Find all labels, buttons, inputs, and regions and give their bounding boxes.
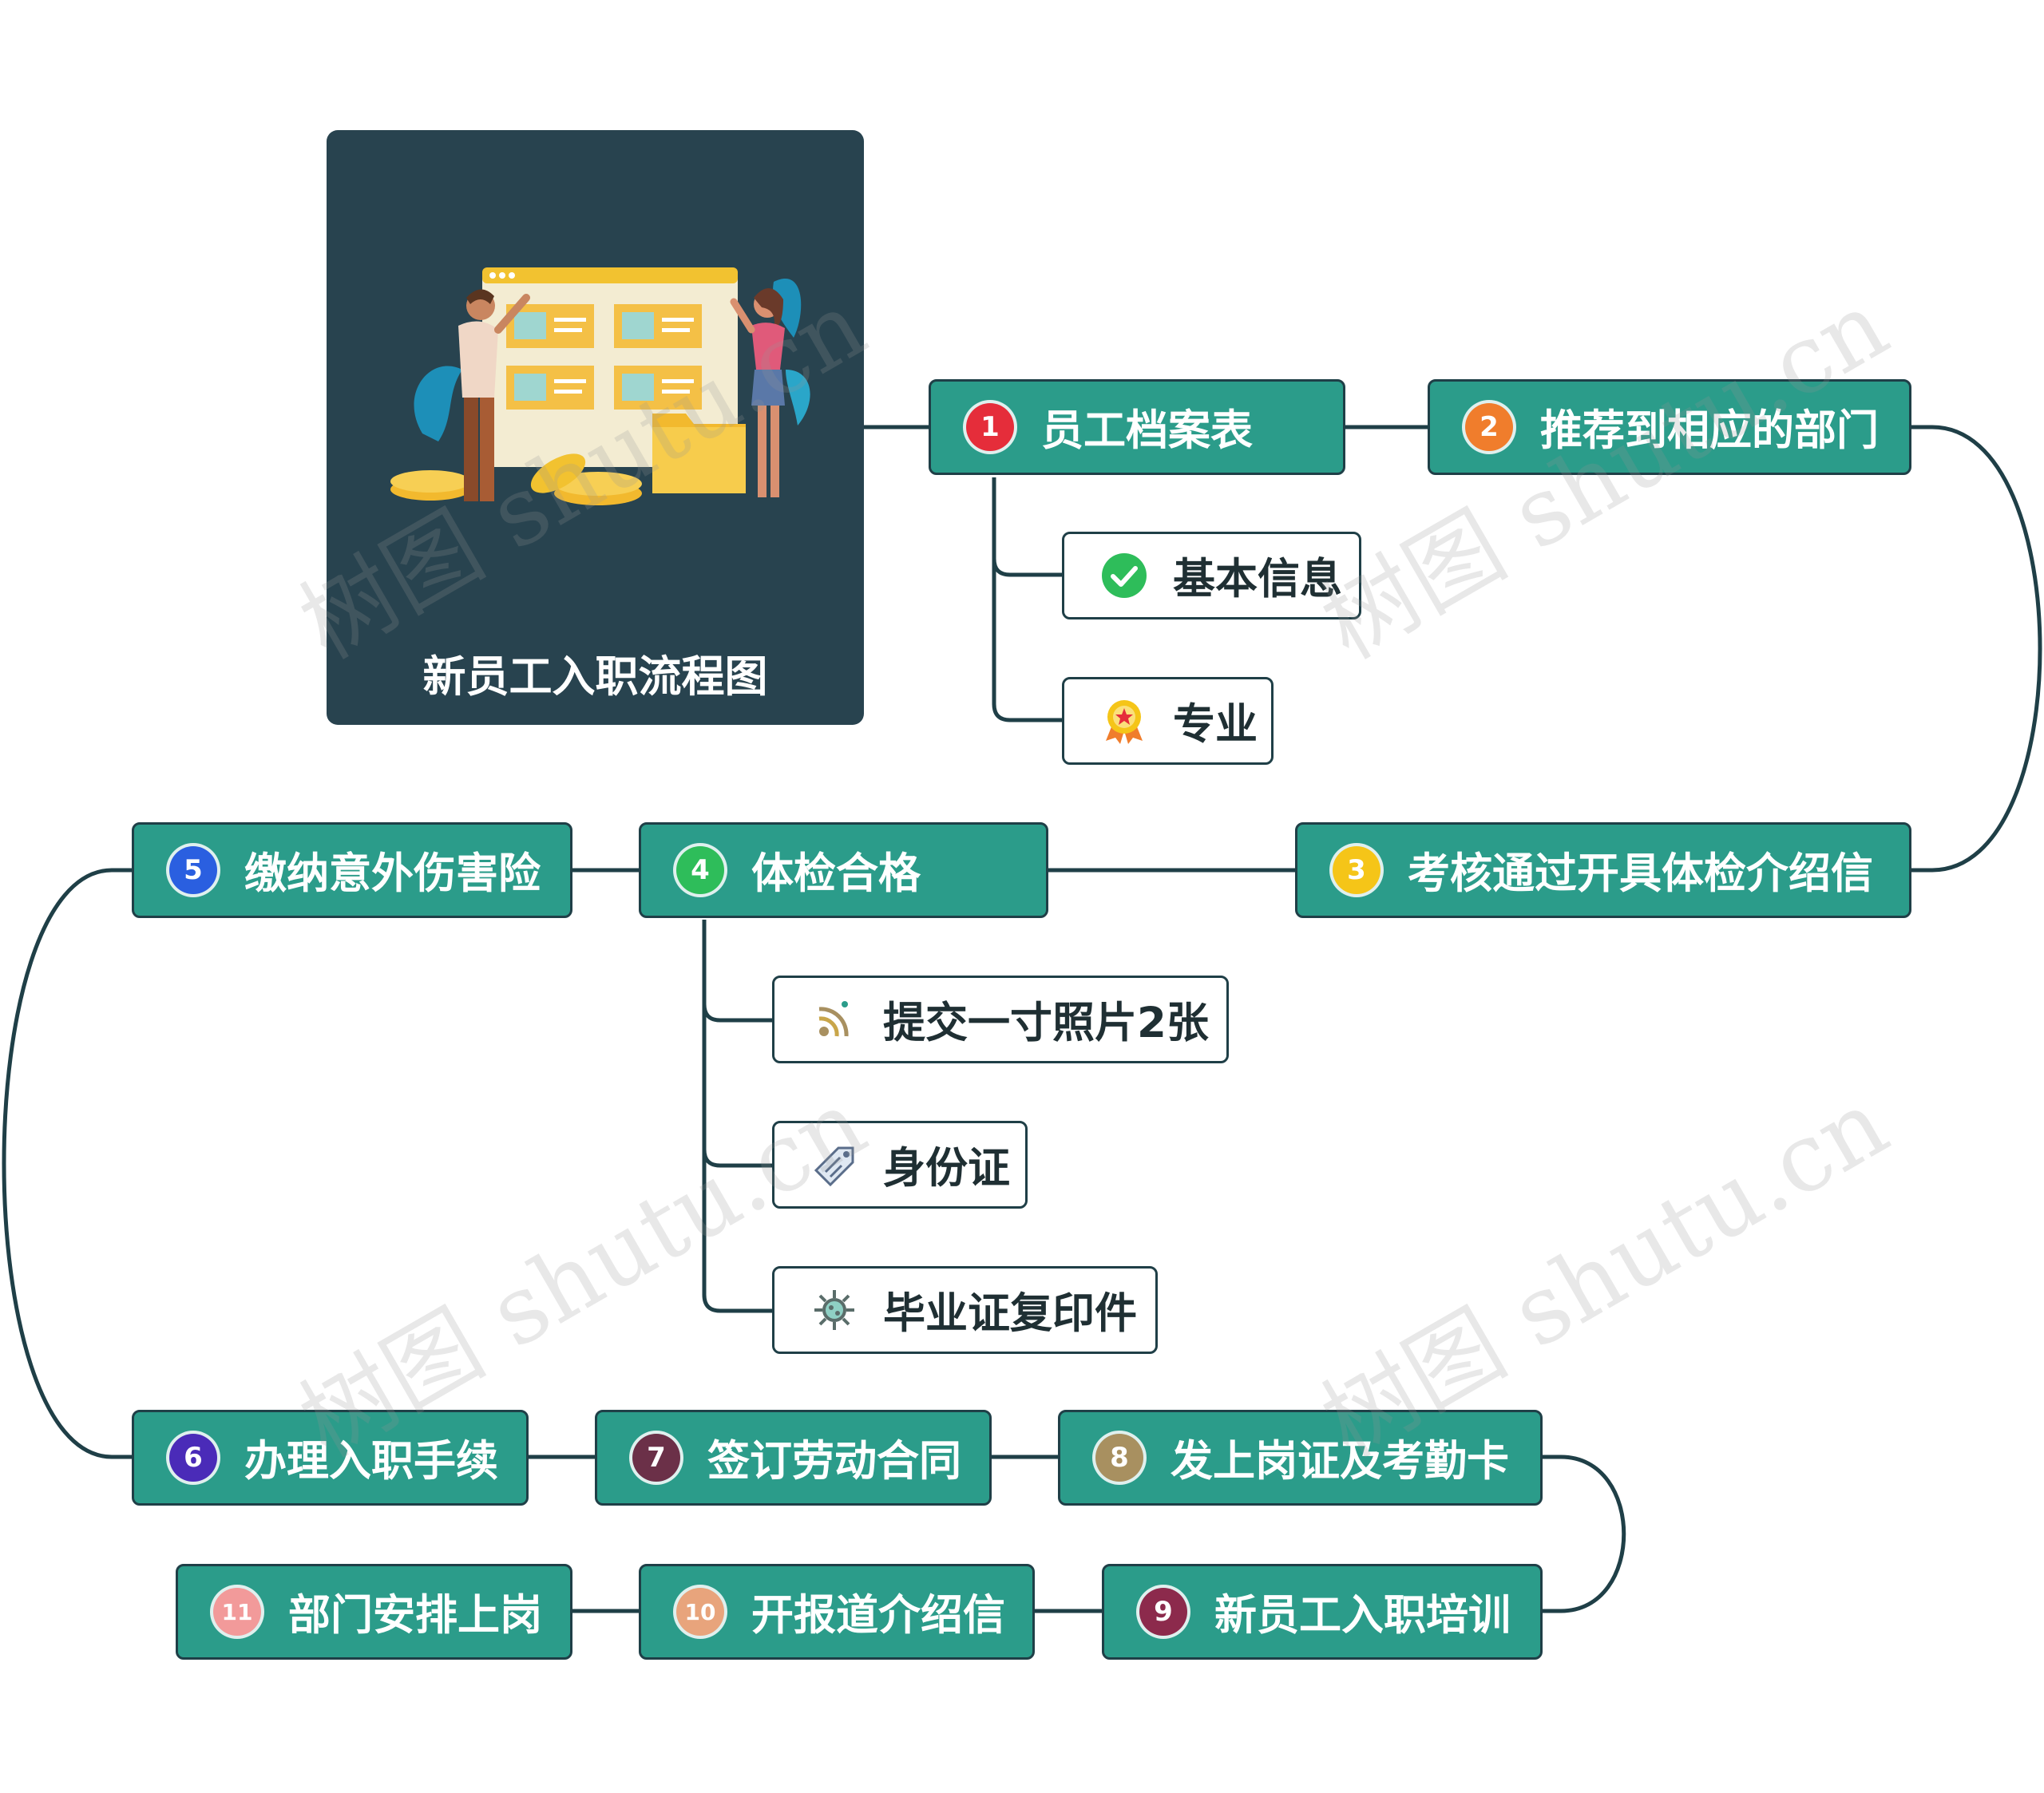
subtopic-label: 基本信息 bbox=[1173, 555, 1342, 604]
subtopic-diploma-copy[interactable]: 毕业证复印件 bbox=[772, 1266, 1158, 1354]
step-label: 部门安排上岗 bbox=[288, 1591, 542, 1640]
root-title: 新员工入职流程图 bbox=[422, 651, 768, 702]
subtopic-label: 毕业证复印件 bbox=[883, 1289, 1137, 1338]
step-node-1[interactable]: 1 员工档案表 bbox=[929, 379, 1345, 475]
step-node-10[interactable]: 10 开报道介绍信 bbox=[639, 1564, 1035, 1660]
number-badge-icon: 4 bbox=[676, 846, 724, 894]
number-badge-icon: 9 bbox=[1139, 1588, 1187, 1636]
step-label: 员工档案表 bbox=[1041, 406, 1253, 455]
number-badge-icon: 10 bbox=[676, 1588, 724, 1636]
subtopic-label: 专业 bbox=[1173, 700, 1258, 749]
step-node-9[interactable]: 9 新员工入职培训 bbox=[1102, 1564, 1543, 1660]
step-node-4[interactable]: 4 体检合格 bbox=[639, 822, 1048, 918]
link-step4-children bbox=[702, 920, 772, 1313]
link-step5-step6 bbox=[2, 868, 132, 1459]
number-badge-icon: 6 bbox=[169, 1434, 217, 1482]
step-node-8[interactable]: 8 发上岗证及考勤卡 bbox=[1058, 1410, 1543, 1506]
step-node-11[interactable]: 11 部门安排上岗 bbox=[176, 1564, 572, 1660]
step-node-6[interactable]: 6 办理入职手续 bbox=[132, 1410, 529, 1506]
link-step2-step3 bbox=[1911, 425, 2042, 873]
number-badge-icon: 3 bbox=[1333, 846, 1380, 894]
signal-icon bbox=[818, 1001, 849, 1037]
step-node-5[interactable]: 5 缴纳意外伤害险 bbox=[132, 822, 572, 918]
number-badge-icon: 5 bbox=[169, 846, 217, 894]
root-node[interactable]: 新员工入职流程图 bbox=[327, 130, 864, 725]
number-badge-icon: 1 bbox=[966, 403, 1014, 451]
step-label: 推荐到相应的部门 bbox=[1540, 406, 1879, 455]
subtopic-id-card[interactable]: 身份证 bbox=[772, 1121, 1028, 1209]
step-node-2[interactable]: 2 推荐到相应的部门 bbox=[1428, 379, 1911, 475]
subtopic-major[interactable]: 专业 bbox=[1062, 677, 1274, 765]
subtopic-photos[interactable]: 提交一寸照片2张 bbox=[772, 976, 1229, 1063]
tag-icon bbox=[814, 1146, 854, 1187]
step-label: 开报道介绍信 bbox=[751, 1591, 1005, 1640]
number-badge-icon: 11 bbox=[213, 1588, 261, 1636]
check-circle-icon bbox=[1102, 553, 1147, 598]
step-node-7[interactable]: 7 签订劳动合同 bbox=[595, 1410, 992, 1506]
step-label: 缴纳意外伤害险 bbox=[244, 849, 541, 898]
subtopic-basic-info[interactable]: 基本信息 bbox=[1062, 532, 1361, 619]
onboarding-illustration bbox=[390, 267, 810, 505]
subtopic-label: 提交一寸照片2张 bbox=[883, 999, 1209, 1047]
subtopic-label: 身份证 bbox=[883, 1144, 1010, 1193]
award-badge-icon bbox=[1106, 700, 1143, 744]
number-badge-icon: 2 bbox=[1465, 403, 1513, 451]
link-step1-children bbox=[992, 477, 1062, 722]
step-node-3[interactable]: 3 考核通过开具体检介绍信 bbox=[1295, 822, 1911, 918]
number-badge-icon: 7 bbox=[632, 1434, 680, 1482]
step-label: 签订劳动合同 bbox=[707, 1437, 961, 1486]
step-label: 考核通过开具体检介绍信 bbox=[1408, 849, 1873, 898]
virus-gear-icon bbox=[814, 1290, 854, 1330]
number-badge-icon: 8 bbox=[1095, 1434, 1143, 1482]
link-step8-step9 bbox=[1543, 1455, 1626, 1613]
step-label: 发上岗证及考勤卡 bbox=[1171, 1437, 1509, 1486]
step-label: 体检合格 bbox=[751, 849, 921, 898]
step-label: 办理入职手续 bbox=[244, 1437, 498, 1486]
step-label: 新员工入职培训 bbox=[1214, 1591, 1511, 1640]
